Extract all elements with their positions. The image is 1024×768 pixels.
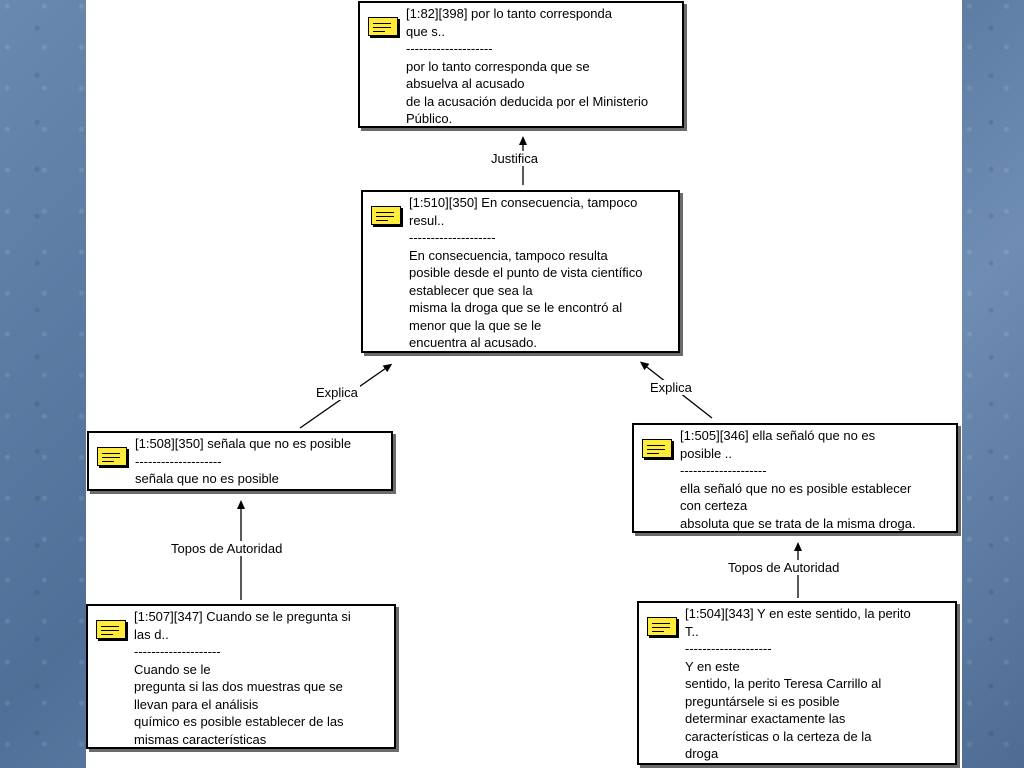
node-quote-504-343[interactable]: [1:504][343] Y en este sentido, la perit… [637, 601, 957, 765]
node-body-line: absuelva al acusado [406, 76, 525, 91]
node-body-line: droga [685, 746, 719, 761]
node-title: resul.. [409, 212, 445, 228]
node-title: [1:82][398] por lo tanto corresponda [406, 6, 612, 21]
node-quote-505-346[interactable]: [1:505][346] ella señaló que no es posibl… [632, 423, 958, 533]
node-body-line: Cuando se le [134, 661, 211, 677]
node-body-line: llevan para el análisis [134, 696, 259, 712]
memo-note-icon [96, 620, 126, 639]
edge-label-justifica: Justifica [489, 151, 540, 166]
node-body-line: mismas características [134, 731, 267, 747]
memo-note-icon [368, 17, 398, 36]
edge-label-explica-right: Explica [648, 380, 694, 395]
node-body-line: determinar exactamente las [685, 711, 846, 726]
node-body-line: señala que no es posible [135, 471, 279, 486]
node-body-line: ella señaló que no es posible establecer [680, 480, 912, 496]
node-body-line: pregunta si las dos muestras que se [134, 679, 343, 694]
node-separator: -------------------- [406, 41, 493, 56]
node-body-line: posible desde el punto de vista científi… [409, 265, 643, 280]
node-separator: -------------------- [680, 463, 767, 478]
memo-note-icon [97, 447, 127, 466]
node-title: [1:510][350] En consecuencia, tampoco [409, 195, 638, 210]
edge-label-topos-right: Topos de Autoridad [726, 560, 842, 575]
node-title: las d.. [134, 626, 169, 642]
node-body-line: absoluta que se trata de la misma droga. [680, 515, 916, 531]
node-quote-508-350[interactable]: [1:508][350] señala que no es posible ---… [87, 431, 393, 491]
node-body-line: sentido, la perito Teresa Carrillo al [685, 676, 882, 691]
edge-label-topos-left: Topos de Autoridad [169, 541, 285, 556]
node-quote-82-398[interactable]: [1:82][398] por lo tanto corresponda que … [358, 1, 684, 128]
memo-note-icon [371, 206, 401, 225]
node-title: posible .. [680, 445, 733, 461]
node-quote-507-347[interactable]: [1:507][347] Cuando se le pregunta si las… [86, 604, 396, 749]
node-title: [1:505][346] ella señaló que no es [680, 428, 876, 443]
memo-note-icon [647, 617, 677, 636]
node-title: que s.. [406, 23, 446, 39]
node-body-line: menor que la que se le [409, 317, 542, 333]
memo-note-icon [642, 439, 672, 458]
node-body-line: de la acusación deducida por el Minister… [406, 93, 649, 109]
node-body-line: químico es posible establecer de las [134, 714, 344, 729]
node-body-line: características o la certeza de la [685, 728, 872, 744]
node-separator: -------------------- [134, 644, 221, 659]
node-separator: -------------------- [685, 641, 772, 656]
node-body-line: preguntársele si es posible [685, 693, 840, 709]
node-title: T.. [685, 623, 699, 639]
node-title: [1:504][343] Y en este sentido, la perit… [685, 606, 911, 621]
node-quote-510-350[interactable]: [1:510][350] En consecuencia, tampoco res… [361, 190, 680, 353]
node-body-line: Y en este [685, 658, 740, 674]
node-separator: -------------------- [135, 453, 222, 469]
node-title: [1:508][350] señala que no es posible [135, 436, 352, 451]
node-body-line: por lo tanto corresponda que se [406, 58, 590, 74]
node-body-line: Público. [406, 111, 453, 126]
node-title: [1:507][347] Cuando se le pregunta si [134, 609, 351, 624]
node-separator: -------------------- [409, 230, 496, 245]
node-body-line: con certeza [680, 498, 748, 513]
node-body-line: encuentra al acusado. [409, 335, 537, 350]
edge-label-explica-left: Explica [314, 385, 360, 400]
node-body-line: misma la droga que se le encontró al [409, 300, 623, 315]
node-body-line: establecer que sea la [409, 282, 533, 298]
node-body-line: En consecuencia, tampoco resulta [409, 247, 608, 263]
